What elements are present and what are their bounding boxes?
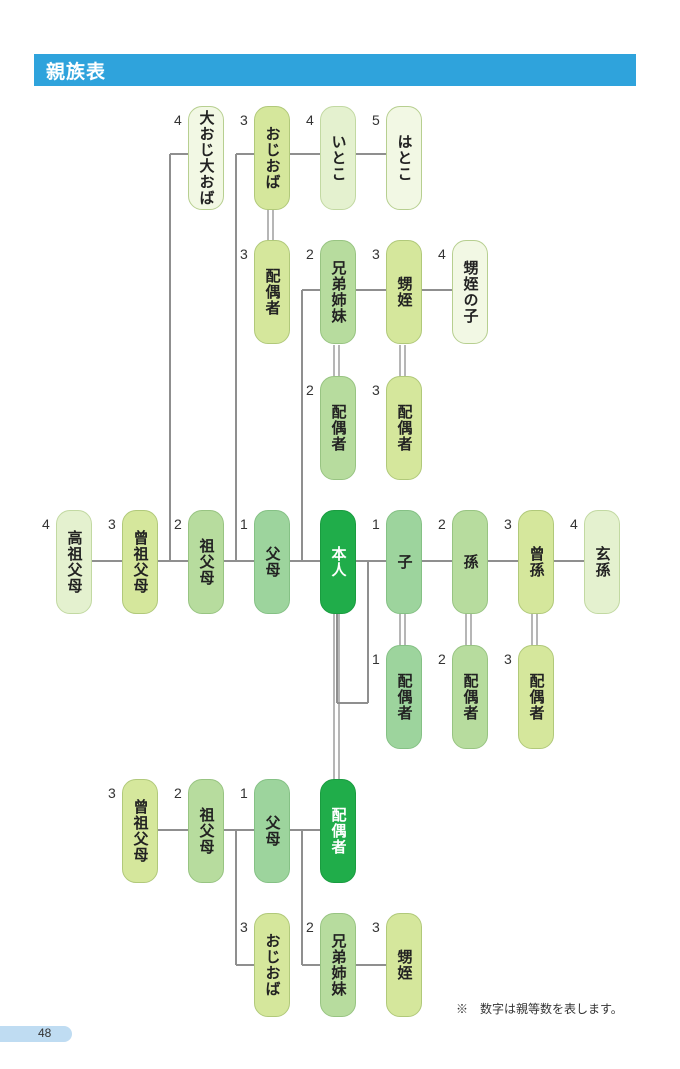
node-great-grandchild-spouse: 配偶者 xyxy=(518,645,554,749)
degree-spouse-parents: 1 xyxy=(240,785,248,801)
node-spouse-parents: 父母 xyxy=(254,779,290,883)
node-child-spouse: 配偶者 xyxy=(386,645,422,749)
degree-grandchild-spouse: 2 xyxy=(438,651,446,667)
degree-great-grandchild: 3 xyxy=(504,516,512,532)
degree-grandchild: 2 xyxy=(438,516,446,532)
node-great-great-grandchild: 玄孫 xyxy=(584,510,620,614)
degree-uncle-aunt-spouse: 3 xyxy=(240,246,248,262)
degree-uncle-aunt: 3 xyxy=(240,112,248,128)
node-spouse-uncle-aunt: おじおば xyxy=(254,913,290,1017)
node-great-great-grandparents: 高祖父母 xyxy=(56,510,92,614)
degree-nephew-niece-spouse: 3 xyxy=(372,382,380,398)
degree-grandparents: 2 xyxy=(174,516,182,532)
degree-great-grandchild-spouse: 3 xyxy=(504,651,512,667)
node-uncle-aunt: おじおば xyxy=(254,106,290,210)
node-grandparents: 祖父母 xyxy=(188,510,224,614)
degree-great-grandparents: 3 xyxy=(108,516,116,532)
degree-siblings: 2 xyxy=(306,246,314,262)
header-bar: 親族表 xyxy=(34,54,636,86)
node-nephew-niece-spouse: 配偶者 xyxy=(386,376,422,480)
page-number-badge: 48 xyxy=(0,1026,72,1042)
node-grandchild-spouse: 配偶者 xyxy=(452,645,488,749)
node-great-grandchild: 曾孫 xyxy=(518,510,554,614)
node-spouse-siblings: 兄弟姉妹 xyxy=(320,913,356,1017)
degree-spouse-siblings: 2 xyxy=(306,919,314,935)
degree-child: 1 xyxy=(372,516,380,532)
node-uncle-aunt-spouse: 配偶者 xyxy=(254,240,290,344)
node-great-uncle-aunt: 大おじ大おば xyxy=(188,106,224,210)
node-great-grandparents: 曾祖父母 xyxy=(122,510,158,614)
node-parents: 父母 xyxy=(254,510,290,614)
node-spouse-great-grandparents: 曾祖父母 xyxy=(122,779,158,883)
node-spouse-nephew-niece: 甥姪 xyxy=(386,913,422,1017)
node-cousin: いとこ xyxy=(320,106,356,210)
node-self: 本人 xyxy=(320,510,356,614)
degree-spouse-uncle-aunt: 3 xyxy=(240,919,248,935)
node-nephew-niece-child: 甥姪の子 xyxy=(452,240,488,344)
node-spouse-grandparents: 祖父母 xyxy=(188,779,224,883)
degree-spouse-grandparents: 2 xyxy=(174,785,182,801)
degree-parents: 1 xyxy=(240,516,248,532)
node-nephew-niece: 甥姪 xyxy=(386,240,422,344)
node-siblings-spouse: 配偶者 xyxy=(320,376,356,480)
degree-great-great-grandparents: 4 xyxy=(42,516,50,532)
degree-child-spouse: 1 xyxy=(372,651,380,667)
page-title: 親族表 xyxy=(46,61,107,83)
footnote: ※ 数字は親等数を表します。 xyxy=(456,1002,623,1016)
degree-cousin: 4 xyxy=(306,112,314,128)
degree-second-cousin: 5 xyxy=(372,112,380,128)
degree-siblings-spouse: 2 xyxy=(306,382,314,398)
node-child: 子 xyxy=(386,510,422,614)
degree-great-great-grandchild: 4 xyxy=(570,516,578,532)
degree-spouse-great-grandparents: 3 xyxy=(108,785,116,801)
node-siblings: 兄弟姉妹 xyxy=(320,240,356,344)
degree-nephew-niece-child: 4 xyxy=(438,246,446,262)
degree-spouse-nephew-niece: 3 xyxy=(372,919,380,935)
degree-nephew-niece: 3 xyxy=(372,246,380,262)
page-number: 48 xyxy=(38,1026,52,1040)
degree-great-uncle-aunt: 4 xyxy=(174,112,182,128)
node-second-cousin: はとこ xyxy=(386,106,422,210)
node-spouse: 配偶者 xyxy=(320,779,356,883)
node-grandchild: 孫 xyxy=(452,510,488,614)
